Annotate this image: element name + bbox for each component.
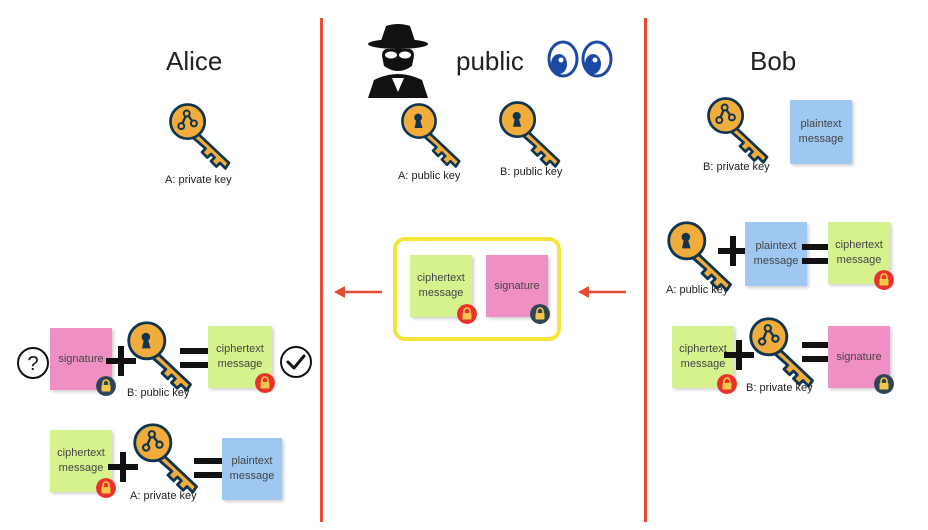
spy-icon — [368, 24, 428, 98]
plus-icon — [718, 236, 748, 266]
arrow-left-icon — [334, 286, 382, 298]
key-icon — [398, 100, 468, 170]
lock-icon — [96, 376, 116, 396]
key-icon — [704, 94, 776, 166]
lock-icon — [457, 304, 477, 324]
lock-icon — [874, 374, 894, 394]
plaintext-note: plaintext message — [222, 438, 282, 500]
alice-private-key-caption: A: private key — [165, 174, 232, 186]
lock-icon — [530, 304, 550, 324]
bob-private-key-caption: B: private key — [746, 382, 813, 394]
lock-icon — [717, 374, 737, 394]
ciphertext-note: ciphertext message — [672, 326, 734, 388]
plaintext-note: plaintext message — [745, 222, 807, 286]
lock-icon — [255, 373, 275, 393]
eyes-icon — [547, 40, 613, 78]
bob-private-key-caption: B: private key — [703, 161, 770, 173]
bob-public-key-caption: B: public key — [127, 387, 190, 399]
equals-icon — [194, 458, 224, 480]
question-icon: ? — [17, 347, 49, 379]
bob-heading: Bob — [750, 46, 797, 76]
key-icon — [166, 100, 238, 172]
plaintext-note: plaintext message — [790, 100, 852, 164]
divider-left — [320, 18, 323, 522]
question-mark: ? — [27, 353, 38, 375]
divider-right — [644, 18, 647, 522]
alice-public-key-caption: A: public key — [398, 170, 461, 182]
equals-icon — [180, 348, 210, 370]
arrow-left-icon — [578, 286, 626, 298]
key-icon — [496, 98, 568, 170]
checkmark-icon — [280, 346, 312, 378]
bob-public-key-caption: B: public key — [500, 166, 563, 178]
alice-public-key-caption: A: public key — [666, 284, 729, 296]
alice-heading: Alice — [166, 46, 223, 76]
alice-private-key-caption: A: private key — [130, 490, 197, 502]
lock-icon — [874, 270, 894, 290]
public-heading: public — [456, 46, 524, 76]
message-bundle — [393, 237, 561, 341]
